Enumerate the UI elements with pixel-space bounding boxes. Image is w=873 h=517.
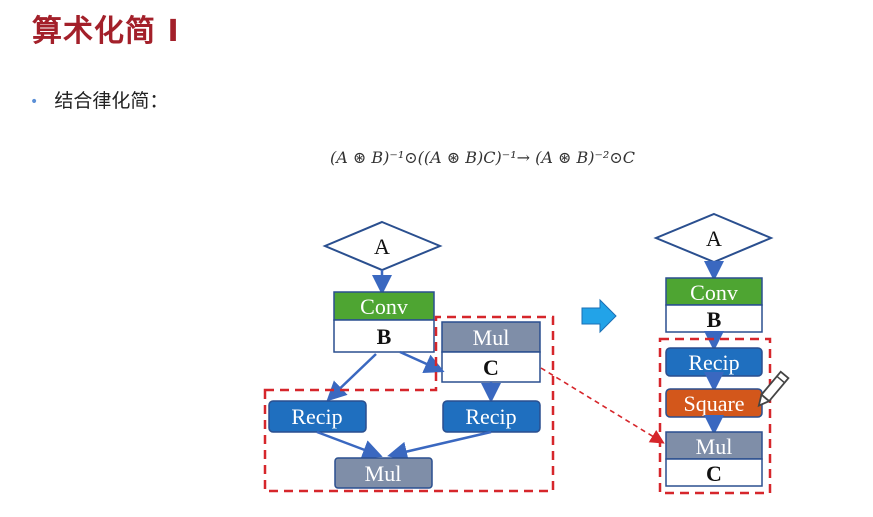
right-input-label: A (706, 226, 722, 251)
left-recip-left-label: Recip (291, 404, 342, 429)
bullet-text: 结合律化简： (54, 90, 169, 112)
left-mul-bottom-node (334, 457, 433, 489)
transform-arrow-icon (581, 298, 617, 334)
edge-recip-right-mul (387, 430, 492, 462)
left-mul-top-param: C (483, 355, 499, 380)
edge-recip-left-mul (316, 430, 383, 460)
bullet-item: • 结合律化简： (30, 86, 168, 113)
right-recip-label: Recip (688, 350, 739, 375)
bullet-dot-icon: • (30, 93, 39, 110)
left-conv-label: Conv (360, 294, 408, 319)
left-mul-top-label: Mul (473, 325, 510, 350)
right-square-label: Square (683, 391, 744, 416)
edge-conv-recip-left (326, 353, 377, 402)
left-recip-right-node (442, 400, 541, 433)
formula-text: (A ⊛ B)⁻¹⊙((A ⊛ B)C)⁻¹→ (A ⊛ B)⁻²⊙C (330, 148, 635, 167)
right-mul-node (665, 431, 763, 487)
pencil-icon (757, 370, 790, 408)
page-title: 算术化简 I (32, 14, 180, 49)
left-dashed-region (263, 315, 555, 493)
left-mul-top-node (441, 321, 541, 383)
right-dashed-region (658, 337, 772, 495)
left-conv-param: B (377, 324, 392, 349)
left-recip-right-label: Recip (465, 404, 516, 429)
edge-conv-mul (399, 350, 445, 373)
left-conv-node (333, 291, 435, 353)
right-conv-node (665, 277, 763, 333)
right-mul-label: Mul (696, 434, 733, 459)
mapping-arrow (540, 367, 665, 444)
right-conv-label: Conv (690, 280, 738, 305)
right-mul-param: C (706, 461, 722, 486)
left-mul-bottom-label: Mul (365, 461, 402, 486)
left-input-label: A (374, 234, 390, 259)
right-conv-param: B (707, 307, 722, 332)
formula: (A ⊛ B)⁻¹⊙((A ⊛ B)C)⁻¹→ (A ⊛ B)⁻²⊙C (330, 148, 635, 167)
